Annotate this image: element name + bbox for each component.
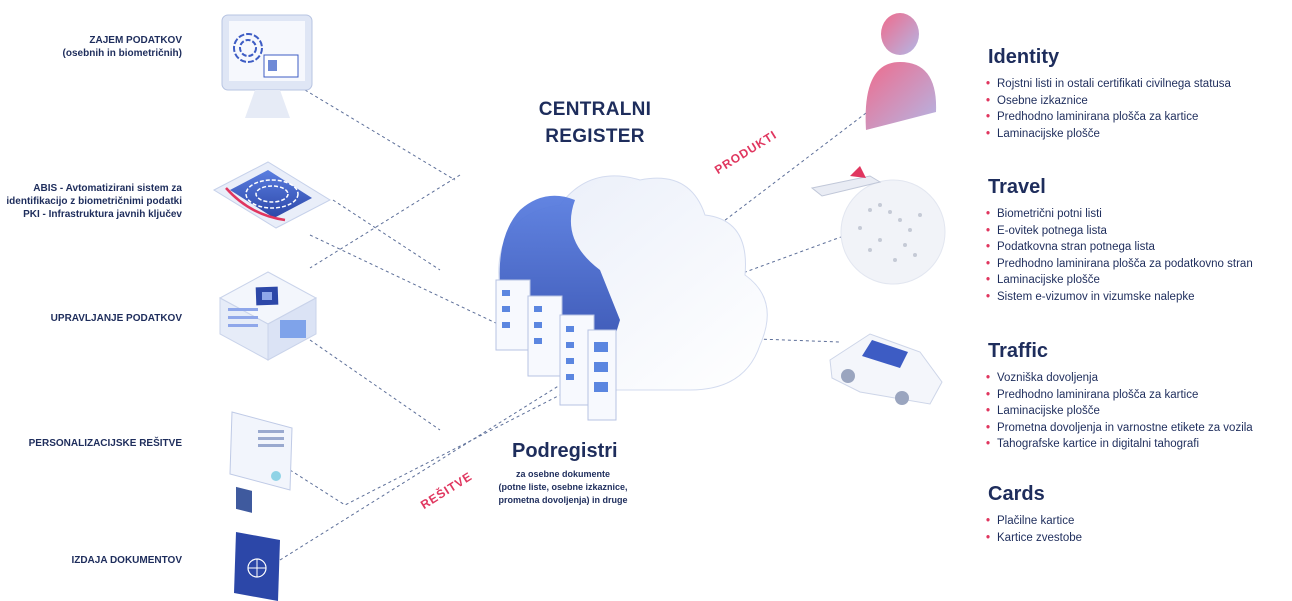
- list-item: Kartice zvestobe: [986, 530, 1082, 547]
- label-line: IZDAJA DOKUMENTOV: [71, 555, 182, 566]
- label-line: ZAJEM PODATKOV: [89, 35, 182, 46]
- category-title: Cards: [988, 483, 1045, 505]
- category-list: Vozniška dovoljenja Predhodno laminirana…: [986, 370, 1253, 453]
- title-line: REGISTER: [545, 126, 645, 147]
- label-line: (osebnih in biometričnih): [62, 48, 182, 59]
- category-list: Rojstni listi in ostali certifikati civi…: [986, 76, 1231, 142]
- category-list: Biometrični potni listi E-ovitek potnega…: [986, 206, 1253, 306]
- list-item: Predhodno laminirana plošča za podatkovn…: [986, 256, 1253, 273]
- list-item: Laminacijske plošče: [986, 403, 1253, 420]
- passport-icon: [234, 532, 280, 601]
- data-chip-box-icon: [218, 271, 318, 361]
- fingerprint-scanner-icon: [212, 161, 332, 229]
- list-item: Predhodno laminirana plošča za kartice: [986, 387, 1253, 404]
- list-item: E-ovitek potnega lista: [986, 223, 1253, 240]
- desc-line: prometna dovoljenja) in druge: [498, 495, 628, 505]
- id-card-icon: [229, 411, 293, 513]
- label-line: identifikacijo z biometričnimi podatki: [6, 196, 182, 207]
- central-register-title: CENTRALNI REGISTER: [510, 96, 680, 150]
- category-title: Travel: [988, 176, 1046, 198]
- list-item: Rojstni listi in ostali certifikati civi…: [986, 76, 1231, 93]
- fingerprint-monitor-icon: [221, 14, 313, 118]
- list-item: Plačilne kartice: [986, 513, 1082, 530]
- list-item: Laminacijske plošče: [986, 126, 1231, 143]
- cloud-server-icon: [495, 175, 768, 421]
- car-icon: [829, 333, 943, 405]
- list-item: Laminacijske plošče: [986, 272, 1253, 289]
- list-item: Podatkovna stran potnega lista: [986, 239, 1253, 256]
- list-item: Sistem e-vizumov in vizumske nalepke: [986, 289, 1253, 306]
- label-line: PERSONALIZACIJSKE REŠITVE: [28, 438, 182, 449]
- person-icon: [865, 13, 937, 130]
- subregisters-title: Podregistri: [512, 440, 618, 462]
- desc-line: za osebne dokumente: [515, 469, 611, 479]
- category-cards: Cards Plačilne kartice Kartice zvestobe: [986, 483, 1082, 546]
- category-travel: Travel Biometrični potni listi E-ovitek …: [986, 176, 1253, 306]
- list-item: Vozniška dovoljenja: [986, 370, 1253, 387]
- label-line: ABIS - Avtomatizirani sistem za: [33, 183, 182, 194]
- category-list: Plačilne kartice Kartice zvestobe: [986, 513, 1082, 546]
- label-personalization: PERSONALIZACIJSKE REŠITVE: [29, 437, 182, 450]
- title-line: CENTRALNI: [538, 99, 652, 120]
- subregisters-description: za osebne dokumente (potne liste, osebne…: [488, 468, 638, 507]
- category-identity: Identity Rojstni listi in ostali certifi…: [986, 46, 1231, 142]
- list-item: Prometna dovoljenja in varnostne etikete…: [986, 420, 1253, 437]
- list-item: Predhodno laminirana plošča za kartice: [986, 109, 1231, 126]
- category-title: Identity: [988, 46, 1060, 68]
- list-item: Biometrični potni listi: [986, 206, 1253, 223]
- category-title: Traffic: [988, 340, 1049, 362]
- label-data-management: UPRAVLJANJE PODATKOV: [51, 312, 182, 325]
- label-line: UPRAVLJANJE PODATKOV: [50, 313, 182, 324]
- label-line: PKI - Infrastruktura javnih ključev: [23, 209, 182, 220]
- globe-plane-icon: [810, 166, 946, 285]
- category-traffic: Traffic Vozniška dovoljenja Predhodno la…: [986, 340, 1253, 453]
- desc-line: (potne liste, osebne izkaznice,: [498, 482, 628, 492]
- label-abis-pki: ABIS - Avtomatizirani sistem za identifi…: [6, 182, 182, 221]
- label-data-capture: ZAJEM PODATKOV (osebnih in biometričnih): [63, 34, 182, 60]
- label-document-issuance: IZDAJA DOKUMENTOV: [71, 554, 182, 567]
- list-item: Tahografske kartice in digitalni tahogra…: [986, 436, 1253, 453]
- list-item: Osebne izkaznice: [986, 93, 1231, 110]
